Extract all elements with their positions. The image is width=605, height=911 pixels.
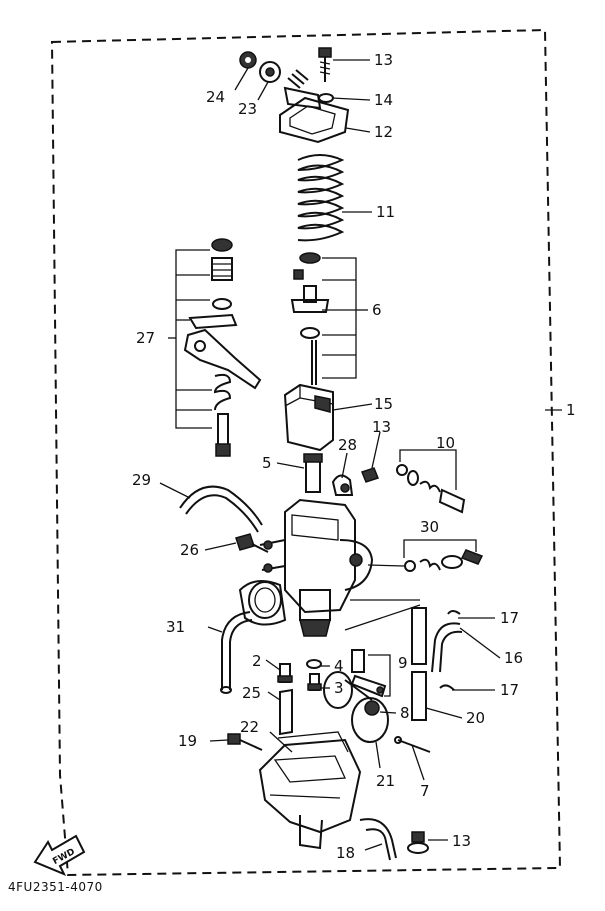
part-carburetor-body xyxy=(238,498,374,637)
callout-5: 5 xyxy=(262,454,272,472)
part-washer-14 xyxy=(318,93,334,103)
callout-13-bottom: 13 xyxy=(452,832,471,850)
part-jet-holder-25 xyxy=(279,688,293,736)
part-screw-13-top xyxy=(318,47,332,82)
callout-12: 12 xyxy=(374,123,393,141)
callout-8: 8 xyxy=(400,704,410,722)
callout-13-mid: 13 xyxy=(372,418,391,436)
callout-labels: 13 14 12 24 23 11 6 27 15 1 13 10 28 5 2… xyxy=(132,51,576,862)
part-top-cap-24 xyxy=(239,51,257,69)
part-screw-19 xyxy=(227,733,263,751)
part-top-cover-12 xyxy=(279,69,350,144)
part-throttle-valve-15 xyxy=(283,383,334,452)
callout-18: 18 xyxy=(336,844,355,862)
callout-6: 6 xyxy=(372,301,382,319)
part-drain-hose-20 xyxy=(411,671,427,721)
part-overflow-hose-31 xyxy=(220,611,253,694)
part-float-21 xyxy=(323,671,389,743)
bracket-9 xyxy=(368,654,391,697)
part-drain-hose-18 xyxy=(359,818,397,861)
callout-11: 11 xyxy=(376,203,395,221)
part-clips-17 xyxy=(439,610,461,691)
callout-21: 21 xyxy=(376,772,395,790)
callout-9: 9 xyxy=(398,654,408,672)
callout-7: 7 xyxy=(420,782,430,800)
part-gasket-22 xyxy=(277,731,349,753)
part-cable-adjuster-23 xyxy=(259,61,281,83)
part-screw-26 xyxy=(235,533,269,553)
part-spring-11 xyxy=(297,154,345,242)
part-needle-jet-5 xyxy=(303,453,323,493)
callout-17-top: 17 xyxy=(500,609,519,627)
callout-17-bottom: 17 xyxy=(500,681,519,699)
callout-28: 28 xyxy=(338,436,357,454)
part-needle-valve-8 xyxy=(364,700,380,716)
callout-24: 24 xyxy=(206,88,225,106)
part-pilot-screw-10 xyxy=(396,464,466,514)
part-screw-13-mid xyxy=(361,467,379,483)
part-needle-set-6 xyxy=(290,252,330,385)
part-float-valve-9 xyxy=(350,649,387,698)
part-starter-plunger-27 xyxy=(183,238,262,457)
callout-29: 29 xyxy=(132,471,151,489)
part-float-pin-7 xyxy=(394,736,431,753)
part-air-vent-hose-16 xyxy=(411,607,463,673)
callout-13-top: 13 xyxy=(374,51,393,69)
part-washer-4 xyxy=(306,659,322,669)
callout-25: 25 xyxy=(242,684,261,702)
callout-20: 20 xyxy=(466,709,485,727)
leader-lines xyxy=(159,59,562,851)
diagram-reference-code: 4FU2351-4070 xyxy=(8,880,103,894)
part-main-jet-2 xyxy=(277,663,293,683)
callout-27: 27 xyxy=(136,329,155,347)
callout-19: 19 xyxy=(178,732,197,750)
callout-4: 4 xyxy=(334,657,344,675)
part-vent-hose-29 xyxy=(179,485,263,533)
bracket-30 xyxy=(403,539,477,558)
callout-3: 3 xyxy=(334,679,344,697)
callout-23: 23 xyxy=(238,100,257,118)
bracket-6 xyxy=(322,257,357,379)
callout-10: 10 xyxy=(436,434,455,452)
callout-16: 16 xyxy=(504,649,523,667)
callout-2: 2 xyxy=(252,652,262,670)
callout-14: 14 xyxy=(374,91,393,109)
bracket-27 xyxy=(175,249,212,429)
part-throttle-screw-30 xyxy=(404,549,484,572)
callout-30: 30 xyxy=(420,518,439,536)
callout-22: 22 xyxy=(240,718,259,736)
callout-26: 26 xyxy=(180,541,199,559)
callout-31: 31 xyxy=(166,618,185,636)
callout-15: 15 xyxy=(374,395,393,413)
callout-1: 1 xyxy=(566,401,576,419)
assembly-boundary xyxy=(50,28,562,877)
part-drain-screw-13-bottom xyxy=(407,831,429,854)
bracket-10 xyxy=(399,449,457,490)
fwd-arrow-icon: FWD xyxy=(33,834,86,876)
part-pilot-jet-3 xyxy=(307,673,322,691)
part-float-bowl-22 xyxy=(258,738,362,850)
part-throttle-stop-28 xyxy=(331,474,354,496)
